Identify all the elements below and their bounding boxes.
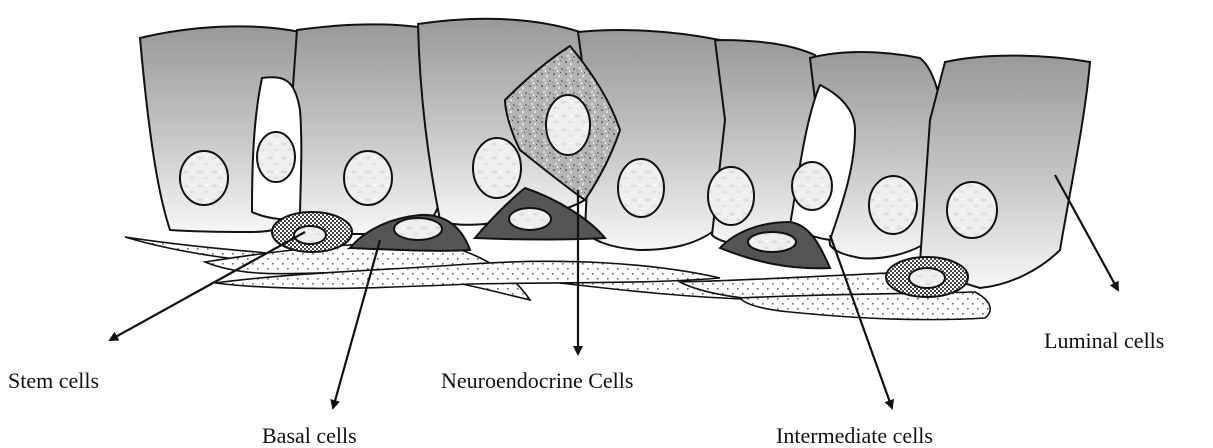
intermediate-cells-label: Intermediate cells [776,425,933,447]
nucleus [509,208,551,230]
nucleus [344,151,392,205]
nucleus [257,132,295,182]
nucleus [618,159,664,217]
stroma-fiber [740,292,990,320]
nucleus [748,232,796,252]
nucleus [708,167,754,225]
luminal-cells-arrow [1055,175,1118,290]
nucleus [180,151,228,205]
stem-cells-label: Stem cells [8,370,99,392]
neuroendocrine-cells-label: Neuroendocrine Cells [441,370,633,392]
basal-cells-label: Basal cells [262,425,357,447]
nucleus [394,218,442,240]
luminal-cells-label: Luminal cells [1044,330,1164,352]
nucleus [473,138,521,198]
nucleus [792,162,832,210]
intermediate-cells-arrow [830,235,892,408]
luminal-cell [920,56,1090,288]
nucleus [869,176,917,234]
nucleus [546,95,590,155]
nucleus [947,182,997,238]
nucleus [909,268,945,288]
